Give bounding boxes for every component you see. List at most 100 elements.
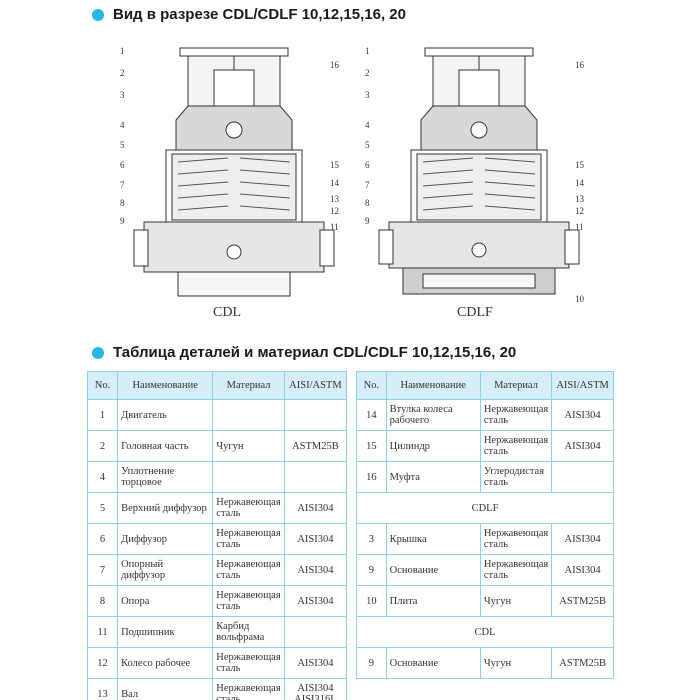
svg-text:13: 13 — [330, 194, 340, 204]
header-aisi: AISI/ASTM — [283, 371, 348, 400]
cell-name: Двигатель — [117, 399, 214, 431]
svg-text:15: 15 — [575, 160, 585, 170]
cell-no: 3 — [356, 523, 387, 555]
cell-aisi: AISI304 — [283, 585, 348, 617]
cell-material — [212, 461, 285, 493]
cell-material: Чугун — [479, 647, 553, 679]
section-title-cross-section: Вид в разрезе CDL/CDLF 10,12,15,16, 20 — [92, 6, 406, 23]
svg-text:16: 16 — [330, 60, 340, 70]
svg-text:5: 5 — [120, 140, 125, 150]
bullet-dot-icon — [92, 8, 104, 21]
svg-text:4: 4 — [365, 120, 370, 130]
svg-text:12: 12 — [575, 206, 584, 216]
section-title-text: Вид в разрезе CDL/CDLF 10,12,15,16, 20 — [113, 6, 406, 23]
cell-no: 9 — [356, 647, 387, 679]
header-name: Наименование — [117, 371, 214, 400]
svg-text:6: 6 — [120, 160, 125, 170]
cell-aisi — [283, 461, 348, 493]
cell-aisi: AISI304 — [551, 554, 614, 586]
cell-name: Опора — [117, 585, 214, 617]
cell-name: Основание — [385, 647, 481, 679]
cell-aisi: AISI304 — [551, 523, 614, 555]
cell-aisi: AISI304 — [283, 554, 348, 586]
cell-aisi — [551, 461, 614, 493]
header-no: No. — [356, 371, 387, 400]
cell-no: 9 — [356, 554, 387, 586]
cell-no: 16 — [356, 461, 387, 493]
svg-text:14: 14 — [330, 178, 340, 188]
svg-text:4: 4 — [120, 120, 125, 130]
svg-text:11: 11 — [330, 222, 339, 232]
svg-text:16: 16 — [575, 60, 585, 70]
cell-no: 6 — [86, 523, 119, 555]
cell-no: 2 — [86, 430, 119, 462]
header-name: Наименование — [385, 371, 481, 400]
cell-name: Плита — [385, 585, 481, 617]
header-no: No. — [86, 371, 119, 400]
cell-no: 4 — [86, 461, 119, 493]
svg-text:12: 12 — [330, 206, 339, 216]
cell-material: Нержавеющая сталь — [212, 523, 285, 555]
svg-text:7: 7 — [365, 180, 370, 190]
svg-text:7: 7 — [120, 180, 125, 190]
cell-name: Опорный диффузор — [117, 554, 214, 586]
svg-text:1: 1 — [120, 46, 125, 56]
cell-name: Основание — [385, 554, 481, 586]
section-row-cdl-label: CDL — [356, 616, 614, 648]
cell-aisi: AISI304 — [283, 492, 348, 524]
cell-material: Нержавеющая сталь — [212, 554, 285, 586]
cell-material: Нержавеющая сталь — [479, 554, 553, 586]
cell-material: Чугун — [212, 430, 285, 462]
cell-name: Диффузор — [117, 523, 214, 555]
cell-material: Нержавеющая сталь — [212, 647, 285, 679]
cell-name: Крышка — [385, 523, 481, 555]
cell-aisi — [283, 399, 348, 431]
cell-name: Подшипник — [117, 616, 214, 648]
bullet-dot-icon — [92, 346, 104, 359]
cell-no: 5 — [86, 492, 119, 524]
svg-text:10: 10 — [575, 294, 585, 304]
cell-aisi: AISI304 — [283, 647, 348, 679]
cell-no: 1 — [86, 399, 119, 431]
cell-name: Цилиндр — [385, 430, 481, 462]
cell-material — [212, 399, 285, 431]
svg-text:14: 14 — [575, 178, 585, 188]
svg-text:8: 8 — [365, 198, 370, 208]
svg-text:2: 2 — [365, 68, 370, 78]
cell-material: Нержавеющая сталь — [212, 678, 285, 700]
svg-text:3: 3 — [365, 90, 370, 100]
cell-no: 13 — [86, 678, 119, 700]
cell-aisi: AISI304 AISI316L — [283, 678, 348, 700]
cell-material: Нержавеющая сталь — [212, 585, 285, 617]
cell-name: Верхний диффузор — [117, 492, 214, 524]
cell-material: Нержавеющая сталь — [479, 523, 553, 555]
svg-text:5: 5 — [365, 140, 370, 150]
svg-text:6: 6 — [365, 160, 370, 170]
cell-no: 14 — [356, 399, 387, 431]
cell-name: Колесо рабочее — [117, 647, 214, 679]
cell-name: Уплотнение торцовое — [117, 461, 214, 493]
cell-aisi: AISI304 — [551, 399, 614, 431]
cell-aisi: ASTM25B — [551, 585, 614, 617]
svg-text:11: 11 — [575, 222, 584, 232]
svg-text:8: 8 — [120, 198, 125, 208]
table-header-row: No. Наименование Материал AISI/ASTM — [86, 371, 348, 400]
